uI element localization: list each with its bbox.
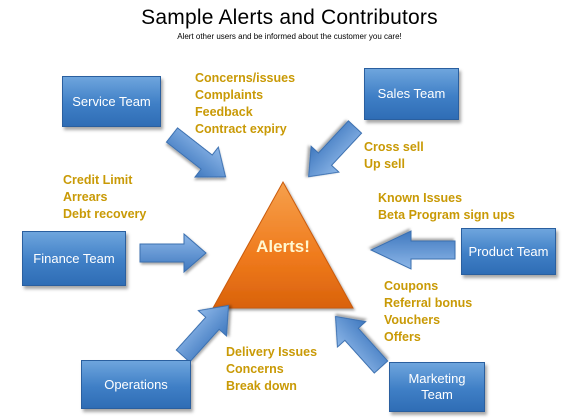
diagram-title: Sample Alerts and Contributors: [141, 6, 438, 29]
product-team-box: Product Team: [461, 228, 556, 275]
note-item: Concerns/issues: [195, 71, 296, 85]
arrow-marketing-to-alerts: [334, 315, 389, 374]
note-item: Debt recovery: [63, 207, 147, 221]
finance-team-box: Finance Team: [22, 231, 126, 286]
arrow-product-to-alerts: [369, 230, 456, 270]
note-item: Beta Program sign ups: [378, 208, 515, 222]
note-item: Coupons: [384, 279, 439, 293]
product-notes: Known Issues Beta Program sign ups: [378, 190, 515, 224]
note-item: Referral bonus: [384, 296, 473, 310]
note-item: Cross sell: [364, 140, 424, 154]
alerts-label: Alerts!: [256, 237, 310, 256]
arrow-finance-to-alerts: [139, 232, 207, 274]
note-item: Complaints: [195, 88, 264, 102]
diagram-subtitle: Alert other users and be informed about …: [177, 32, 402, 41]
operations-label: Operations: [104, 376, 168, 392]
note-item: Feedback: [195, 105, 253, 119]
alerts-triangle: [212, 180, 354, 309]
note-item: Contract expiry: [195, 122, 287, 136]
note-item: Break down: [226, 379, 297, 393]
operations-box: Operations: [81, 360, 191, 409]
note-item: Arrears: [63, 190, 108, 204]
finance-notes: Credit Limit Arrears Debt recovery: [63, 172, 146, 223]
note-item: Up sell: [364, 157, 405, 171]
service-team-label: Service Team: [72, 93, 151, 109]
arrow-service-to-alerts: [165, 127, 227, 178]
marketing-team-box: Marketing Team: [389, 362, 485, 412]
marketing-notes: Coupons Referral bonus Vouchers Offers: [384, 278, 472, 346]
note-item: Delivery Issues: [226, 345, 318, 359]
service-notes: Concerns/issues Complaints Feedback Cont…: [195, 70, 295, 138]
note-item: Offers: [384, 330, 421, 344]
sales-notes: Cross sell Up sell: [364, 139, 424, 173]
finance-team-label: Finance Team: [33, 250, 115, 266]
marketing-team-label: Marketing Team: [408, 371, 466, 402]
sales-team-label: Sales Team: [377, 86, 446, 102]
arrow-sales-to-alerts: [308, 120, 363, 178]
note-item: Credit Limit: [63, 173, 133, 187]
note-item: Concerns: [226, 362, 284, 376]
product-team-label: Product Team: [468, 243, 549, 259]
note-item: Vouchers: [384, 313, 441, 327]
note-item: Known Issues: [378, 191, 463, 205]
operations-notes: Delivery Issues Concerns Break down: [226, 344, 317, 395]
service-team-box: Service Team: [62, 76, 161, 127]
arrow-operations-to-alerts: [175, 304, 230, 363]
sales-team-box: Sales Team: [364, 68, 459, 120]
